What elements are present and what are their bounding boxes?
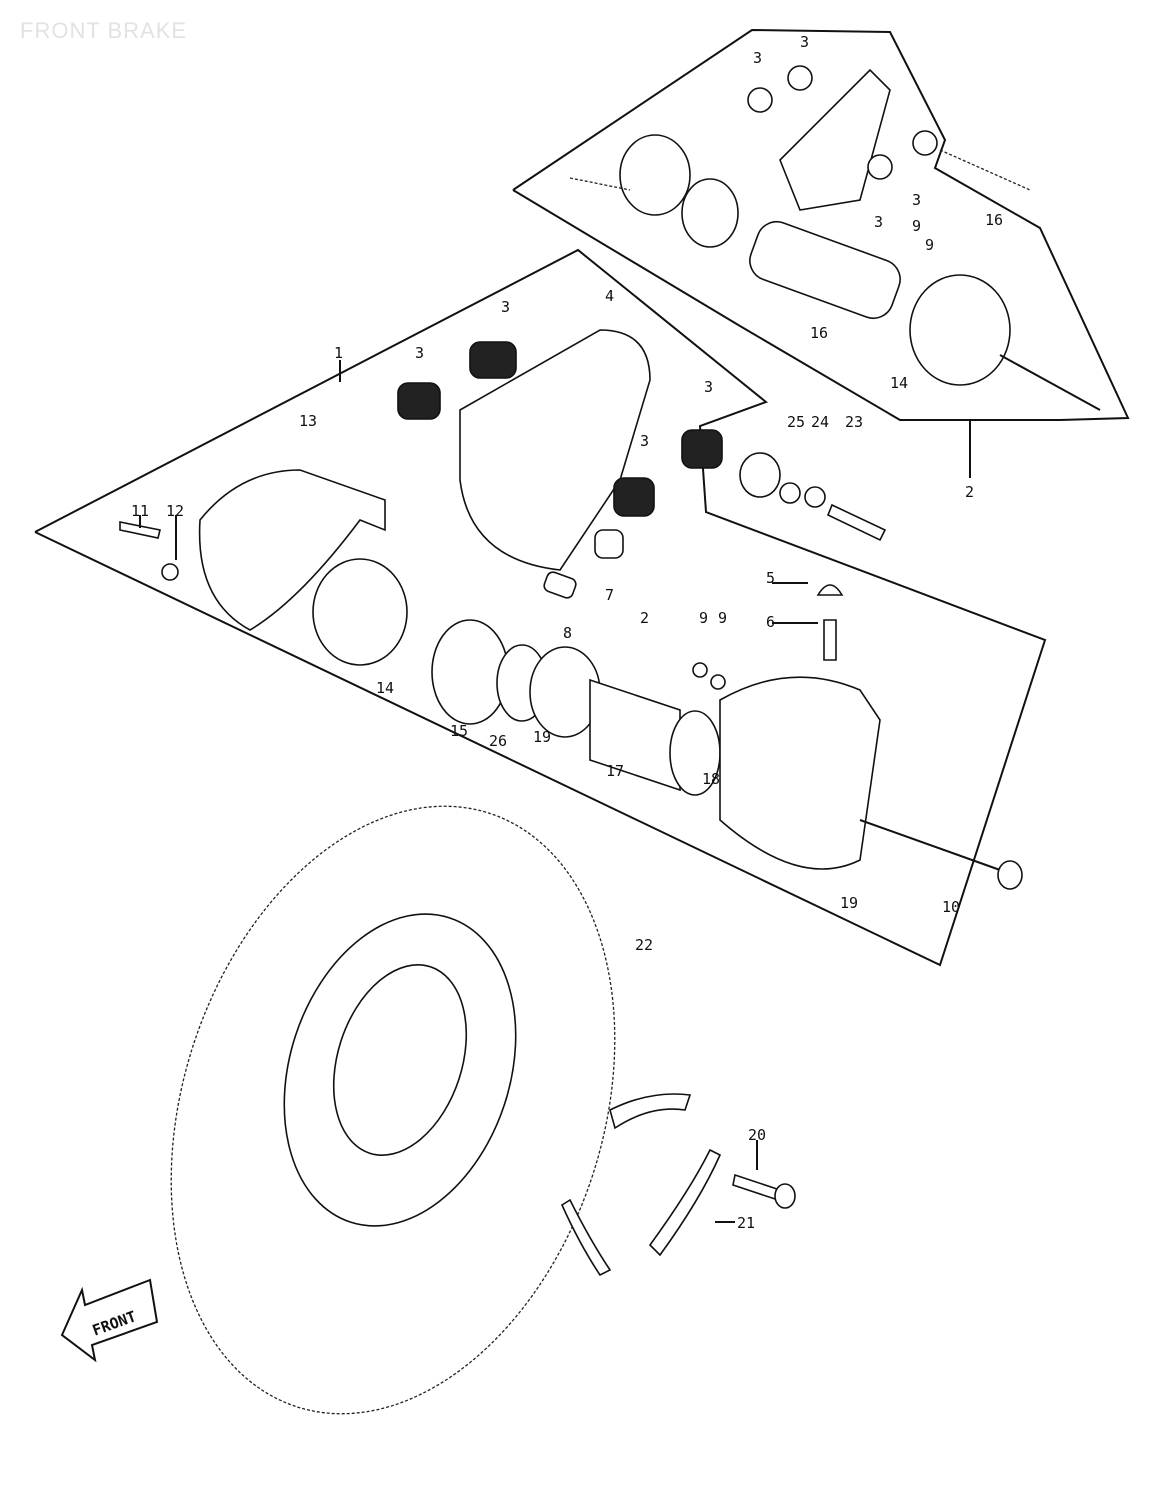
part-label: 3: [415, 344, 424, 362]
part-label: 3: [874, 213, 883, 231]
part-label: 22: [635, 936, 653, 954]
brake-disc: [170, 805, 616, 1415]
part-label: 8: [563, 624, 572, 642]
part-label: 3: [704, 378, 713, 396]
part-label: 19: [533, 728, 551, 746]
part-label: 9: [925, 236, 934, 254]
part-label: 26: [489, 732, 507, 750]
part-label: 15: [450, 722, 468, 740]
part-label: 3: [753, 49, 762, 67]
part-label: 1: [334, 344, 343, 362]
part-label: 14: [376, 679, 394, 697]
part-label: 13: [299, 412, 317, 430]
part-label: 9: [699, 609, 708, 627]
part-label: 17: [606, 762, 624, 780]
part-label: 3: [800, 33, 809, 51]
front-arrow-label: FRONT: [90, 1307, 139, 1339]
upper-caliper-assembly: [569, 65, 1101, 411]
part-label: 16: [985, 211, 1003, 229]
part-label: 5: [766, 569, 775, 587]
leader-lines: [139, 360, 971, 1223]
front-direction-arrow: FRONT: [60, 1278, 159, 1363]
part-label: 7: [605, 586, 614, 604]
part-label: 16: [810, 324, 828, 342]
part-label: 14: [890, 374, 908, 392]
part-label: 21: [737, 1214, 755, 1232]
part-label: 18: [702, 770, 720, 788]
part-label: 20: [748, 1126, 766, 1144]
part-number-labels: 3 3 3 3 9 9 16 16 14 2 1 3 4 3 13 3 3 25…: [131, 33, 1003, 1232]
part-label: 19: [840, 894, 858, 912]
lock-plates: [560, 1093, 796, 1277]
part-label: 10: [942, 898, 960, 916]
part-label: 11: [131, 502, 149, 520]
part-label: 3: [912, 191, 921, 209]
part-label: 9: [718, 609, 727, 627]
part-label: 3: [640, 432, 649, 450]
part-label: 23: [845, 413, 863, 431]
diagram-title: FRONT BRAKE: [20, 18, 188, 43]
lower-panel-outline: [34, 248, 1047, 967]
part-label: 4: [605, 287, 614, 305]
part-label: 12: [166, 502, 184, 520]
part-label: 2: [965, 483, 974, 501]
upper-panel-outline: [512, 28, 1130, 421]
lower-caliper-assembly: [119, 329, 1023, 890]
part-label: 9: [912, 217, 921, 235]
part-label: 24: [811, 413, 829, 431]
part-label: 6: [766, 613, 775, 631]
part-label: 3: [501, 298, 510, 316]
part-label: 2: [640, 609, 649, 627]
part-label: 25: [787, 413, 805, 431]
